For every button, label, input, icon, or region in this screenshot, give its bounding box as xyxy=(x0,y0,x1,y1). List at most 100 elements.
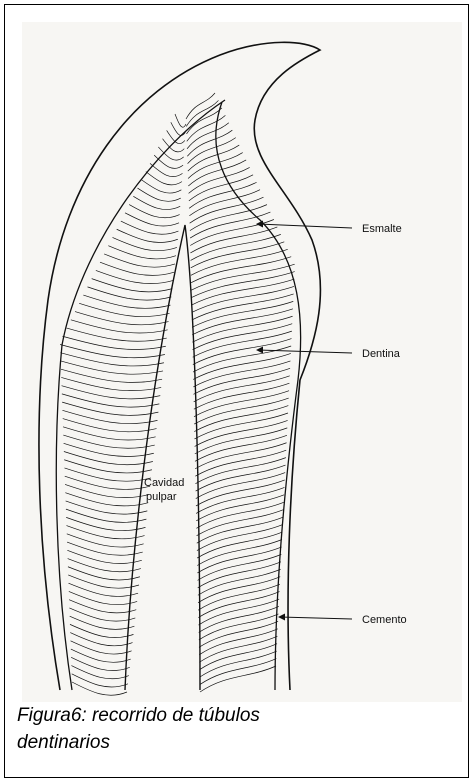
tubule-line xyxy=(69,608,135,621)
tubule-line xyxy=(64,460,152,473)
tubule-line xyxy=(197,510,284,536)
tubule-line xyxy=(198,577,280,603)
tubule-line xyxy=(193,339,292,365)
tubule-line xyxy=(75,312,169,325)
tubule-line xyxy=(200,666,276,692)
tubule-line xyxy=(66,501,148,514)
tubule-line xyxy=(63,427,156,440)
tubule-line xyxy=(62,394,159,407)
label-dentin: Dentina xyxy=(362,348,401,360)
tubule-line xyxy=(192,294,294,320)
tubule-line xyxy=(72,682,127,695)
tubule-line xyxy=(100,262,174,275)
tubule-line xyxy=(142,180,182,193)
tubule-line xyxy=(88,287,172,300)
tubule-line xyxy=(193,361,290,387)
tubule-line xyxy=(194,376,290,402)
tubule-line xyxy=(79,303,169,316)
tubule-line xyxy=(198,584,280,610)
tubule-line xyxy=(193,324,293,350)
dentin-arrowhead xyxy=(256,347,263,354)
tubule-line xyxy=(65,476,150,489)
tubule-line xyxy=(196,465,286,491)
tubule-line xyxy=(175,114,186,127)
tubule-line xyxy=(62,386,161,399)
tubule-line xyxy=(67,550,141,563)
tubule-line xyxy=(68,559,141,572)
tubule-line xyxy=(67,534,144,547)
tubule-line xyxy=(68,575,139,588)
pulp-cavity-outline xyxy=(125,225,200,690)
tubule-line xyxy=(64,468,151,481)
tubule-line xyxy=(194,391,289,417)
tubule-line xyxy=(197,539,282,565)
tubule-line xyxy=(71,320,168,333)
tubule-line xyxy=(194,398,289,424)
tubule-line xyxy=(198,569,281,595)
label-cementum: Cemento xyxy=(362,614,407,626)
tubule-line xyxy=(63,419,157,432)
tubule-line xyxy=(192,279,295,305)
tubule-line xyxy=(193,353,291,379)
tubule-line xyxy=(67,542,143,555)
tubule-line xyxy=(117,229,178,242)
cementum-arrowhead xyxy=(278,614,285,621)
dentinal-tubules xyxy=(60,93,295,695)
tubule-line xyxy=(196,495,284,521)
figure-caption: Figura6: recorrido de túbulos dentinario… xyxy=(17,702,457,756)
tubule-line xyxy=(200,651,277,677)
tubule-line xyxy=(192,309,293,335)
tubule-line xyxy=(65,484,149,497)
tubule-line xyxy=(69,591,137,604)
tubule-line xyxy=(133,196,180,209)
tubule-line xyxy=(65,493,148,506)
tubule-line xyxy=(71,649,131,662)
tubule-line xyxy=(199,614,279,640)
tubule-line xyxy=(195,428,287,454)
tubule-line xyxy=(60,344,165,357)
tubule-line xyxy=(113,237,177,250)
enamel-arrowhead xyxy=(256,221,263,228)
tubule-line xyxy=(196,502,283,528)
tubule-line xyxy=(104,254,175,267)
tubule-line xyxy=(61,369,162,382)
label-pulp-cavity-line2: pulpar xyxy=(146,491,177,503)
tubule-line xyxy=(108,246,176,259)
tubule-line xyxy=(71,657,130,670)
tubule-line xyxy=(62,402,158,415)
tubule-line xyxy=(193,346,291,372)
tubule-line xyxy=(96,270,173,283)
cementum-pointer xyxy=(280,617,352,619)
tubule-line xyxy=(198,592,279,618)
tubule-line xyxy=(60,353,164,366)
tubule-line xyxy=(68,567,140,580)
tubule-line xyxy=(125,213,179,226)
tubule-line xyxy=(197,517,283,543)
tubule-line xyxy=(69,583,139,596)
tubule-line xyxy=(194,406,288,432)
tubule-line xyxy=(67,328,167,341)
tubule-line xyxy=(92,279,173,292)
label-pulp-cavity-line1: Cavidad xyxy=(144,477,184,489)
label-enamel: Esmalte xyxy=(362,223,402,235)
tubule-line xyxy=(200,659,277,685)
tubule-line xyxy=(193,331,292,357)
tubule-line xyxy=(72,674,128,687)
tubule-line xyxy=(195,450,286,476)
tubule-line xyxy=(195,443,286,469)
tubule-line xyxy=(200,644,278,670)
tubule-line xyxy=(62,410,157,423)
caption-line-1: Figura6: recorrido de túbulos xyxy=(17,702,457,729)
tubule-line xyxy=(199,629,278,655)
tubule-line xyxy=(192,316,292,342)
tubule-line xyxy=(198,554,282,580)
tubule-line xyxy=(195,435,287,461)
tubule-line xyxy=(186,93,215,119)
dentin-outer-left xyxy=(56,345,72,690)
tubule-line xyxy=(70,633,132,646)
tubule-line xyxy=(196,480,285,506)
tubule-line xyxy=(66,509,146,522)
tubule-line xyxy=(197,525,283,551)
tubule-line xyxy=(61,377,161,390)
